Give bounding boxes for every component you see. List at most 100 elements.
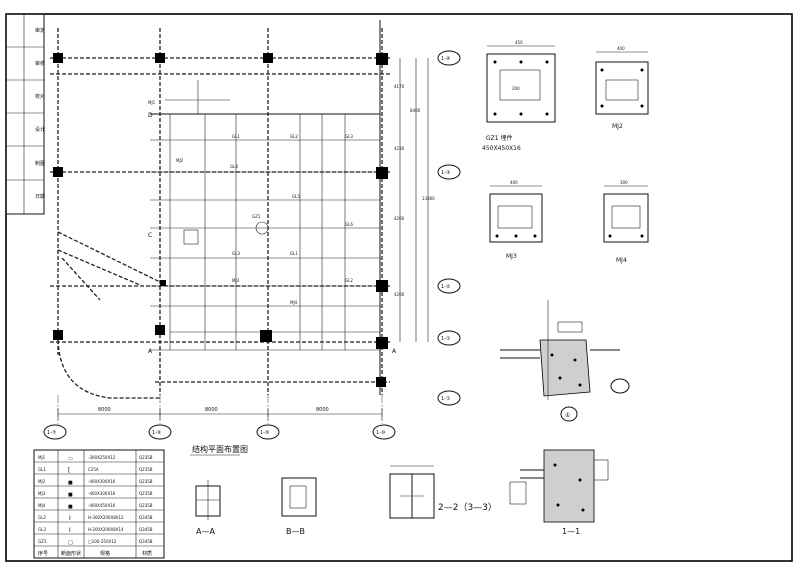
mj4-title: MJ4: [616, 257, 627, 264]
sec-mark-c: C: [148, 232, 152, 239]
svg-text:MJ1: MJ1: [148, 100, 156, 105]
axis-right-5: 1-①: [441, 396, 451, 402]
svg-text:MJ2: MJ2: [176, 158, 184, 163]
node-1-label: ①: [565, 412, 570, 419]
svg-text:GL1: GL1: [232, 134, 240, 139]
tb-cell-2: 审核: [35, 60, 45, 67]
member-legend-table: MJ1 ▭ -300X250X12 Q235B GL1 [ C25A Q235B…: [33, 449, 165, 559]
axis-bottom-2: 1-⑧: [152, 430, 162, 436]
legend-row-3-shape: ■: [68, 480, 73, 486]
axis-bubbles-right: 1-④ 1-③ 1-② 1-① 1-①: [437, 50, 461, 406]
dim-right-2: 4230: [394, 146, 405, 151]
mj3-title: MJ3: [506, 253, 517, 260]
legend-row-8-shape: □: [68, 540, 73, 546]
tb-cell-4: 设计: [35, 126, 45, 133]
legend-row-4-spec: -400X300X16: [88, 491, 116, 496]
svg-text:GL5: GL5: [292, 194, 300, 199]
svg-text:GL3: GL3: [232, 251, 240, 256]
detail-mj3: 400 MJ3: [489, 180, 543, 260]
legend-row-2-no: GL1: [38, 467, 46, 472]
legend-row-4-no: MJ3: [38, 491, 46, 496]
axis-bottom-3: 1-⑨: [260, 430, 269, 436]
legend-row-3-mat: Q235B: [139, 479, 153, 484]
svg-text:GL1: GL1: [290, 251, 298, 256]
dim-right-1: 4170: [394, 84, 405, 89]
section-bb-title: B—B: [286, 527, 305, 536]
axis-right-1: 1-④: [441, 56, 451, 62]
tb-cell-1: 审定: [35, 27, 45, 34]
detail-mj4: 300 MJ4: [603, 180, 649, 264]
dim-bottom-2: 8000: [205, 407, 218, 413]
svg-text:GL3: GL3: [345, 134, 353, 139]
gz1-dim: 450: [515, 40, 523, 45]
svg-text:GZ1: GZ1: [252, 214, 261, 219]
legend-header-no: 序号: [38, 550, 48, 557]
axis-right-4: 1-①: [441, 336, 451, 342]
svg-text:GL2: GL2: [345, 278, 353, 283]
legend-header-shape: 断面形状: [61, 550, 81, 557]
legend-row-2-spec: C25A: [88, 467, 99, 472]
tb-cell-3: 校对: [35, 93, 45, 100]
gz1-title: GZ1 埋件: [486, 134, 513, 142]
columns: [53, 53, 388, 387]
sheet-border: [5, 13, 793, 562]
svg-text:200: 200: [512, 86, 520, 91]
legend-row-1-no: MJ1: [38, 455, 46, 460]
svg-text:GL2: GL2: [290, 134, 298, 139]
detail-section-bb: B—B: [281, 477, 317, 536]
dim-right-4: 4200: [394, 292, 405, 297]
right-dimensions: 4170 4230 4200 4200 13800 8400: [394, 58, 435, 342]
svg-text:300: 300: [620, 180, 628, 185]
tb-cell-6: 日期: [35, 194, 45, 200]
legend-row-7-mat: Q345B: [139, 527, 153, 532]
legend-row-5-no: MJ4: [38, 503, 46, 508]
legend-row-1-shape: ▭: [68, 456, 73, 462]
detail-node-1: ①: [500, 300, 630, 422]
structural-plan: GL1 GL2 GL3 GL4 GL5 GL6 GZ1 MJ1 MJ2 MJ3 …: [43, 20, 461, 456]
tb-cell-5: 制图: [35, 160, 45, 167]
plan-title: 结构平面布置图: [192, 444, 248, 454]
section-1-1-title: 1—1: [562, 527, 580, 536]
detail-gz1: 450 200 GZ1 埋件 450X450X16: [482, 40, 556, 152]
gz1-subtitle: 450X450X16: [482, 145, 521, 152]
legend-row-6-spec: H-300X200X8X12: [88, 515, 124, 520]
legend-row-8-no: GZ1: [38, 539, 47, 544]
dim-right-5: 13800: [422, 196, 435, 201]
dim-right-3: 4200: [394, 216, 405, 221]
legend-row-3-spec: -400X300X16: [88, 479, 116, 484]
axis-bottom-4: 1-⑩: [376, 430, 386, 436]
axis-right-2: 1-③: [441, 170, 450, 176]
section-aa-title: A—A: [196, 527, 215, 536]
legend-row-6-no: GL2: [38, 515, 46, 520]
legend-row-1-mat: Q235B: [139, 455, 153, 460]
legend-row-7-spec: H-200X200X8X14: [88, 527, 124, 532]
axis-bottom-1: 1-⑦: [47, 430, 57, 436]
mj2-title: MJ2: [612, 123, 623, 130]
legend-row-2-mat: Q235B: [139, 467, 153, 472]
sec-mark-d: D: [148, 112, 153, 119]
legend-row-6-shape: I: [69, 515, 71, 522]
dim-right-6: 8400: [410, 108, 421, 113]
legend-row-5-mat: Q235B: [139, 503, 153, 508]
title-block: 审定 审核 校对 设计 制图 日期: [5, 13, 45, 215]
legend-header-mat: 材质: [142, 550, 152, 557]
detail-section-1-1: 1—1: [509, 449, 609, 536]
sec-mark-a2: A: [392, 348, 397, 355]
legend-row-1-spec: -300X250X12: [88, 455, 116, 460]
legend-row-4-mat: Q235B: [139, 491, 153, 496]
axis-bubbles-bottom: 1-⑦ 1-⑧ 1-⑨ 1-⑩: [43, 395, 396, 440]
sec-mark-a: A: [148, 348, 153, 355]
dim-bottom-1: 8000: [98, 407, 111, 413]
svg-text:GL6: GL6: [345, 222, 353, 227]
legend-row-8-mat: Q345B: [139, 539, 153, 544]
legend-row-5-spec: -400X450X16: [88, 503, 116, 508]
axis-right-3: 1-②: [441, 284, 451, 290]
svg-text:400: 400: [617, 46, 625, 51]
legend-row-3-no: MJ2: [38, 479, 46, 484]
detail-mj2: 400 MJ2: [595, 46, 649, 130]
svg-text:MJ3: MJ3: [232, 278, 240, 283]
beam-tags: GL1 GL2 GL3 GL4 GL5 GL6 GZ1 MJ1 MJ2 MJ3 …: [148, 100, 353, 305]
bottom-dimensions: 8000 8000 8000: [57, 407, 383, 420]
section-2-2-title: 2—2（3—3）: [438, 502, 497, 513]
